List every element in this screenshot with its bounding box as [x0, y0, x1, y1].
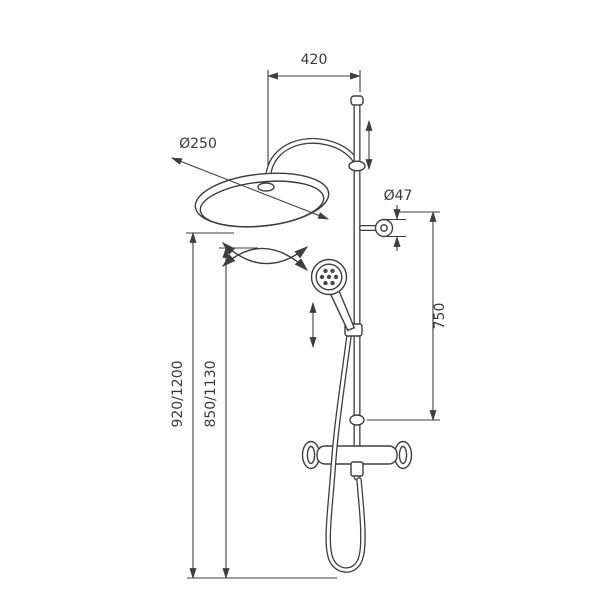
dim-47-label: Ø47 — [384, 188, 413, 204]
dim-750-label: 750 — [432, 303, 448, 330]
hand-shower — [310, 258, 363, 337]
shower-arm — [265, 138, 358, 181]
overhead-shower-head — [194, 172, 330, 228]
head-disc-outer — [194, 172, 330, 228]
hose-outlet — [350, 461, 364, 477]
dim-420-label: 420 — [301, 52, 328, 68]
dim-250-leader — [170, 157, 330, 220]
dim-overall-height: 920/1200 — [170, 231, 234, 580]
pipe-top-cap — [350, 95, 364, 106]
head-hub — [257, 182, 275, 192]
dim-column-height: 850/1130 — [203, 246, 258, 580]
dim-bracket-diameter: Ø47 — [384, 188, 413, 251]
rail-bottom-clamp — [349, 414, 365, 426]
dim-arm-reach: 420 — [266, 52, 362, 170]
dim-250-label: Ø250 — [179, 136, 217, 152]
dim-920-label: 920/1200 — [170, 360, 186, 427]
hand-shower-handle — [329, 290, 356, 332]
dim-rail-length: 750 — [367, 210, 448, 422]
arm-junction-ring — [348, 160, 366, 172]
shower-hose — [325, 333, 366, 573]
dim-850-label: 850/1130 — [203, 360, 219, 427]
dim-head-diameter: Ø250 — [170, 136, 330, 220]
wall-bracket — [359, 218, 394, 238]
thermostatic-mixer — [301, 440, 413, 477]
bracket-hub — [380, 224, 388, 232]
swivel-arrows-icon — [221, 242, 309, 271]
